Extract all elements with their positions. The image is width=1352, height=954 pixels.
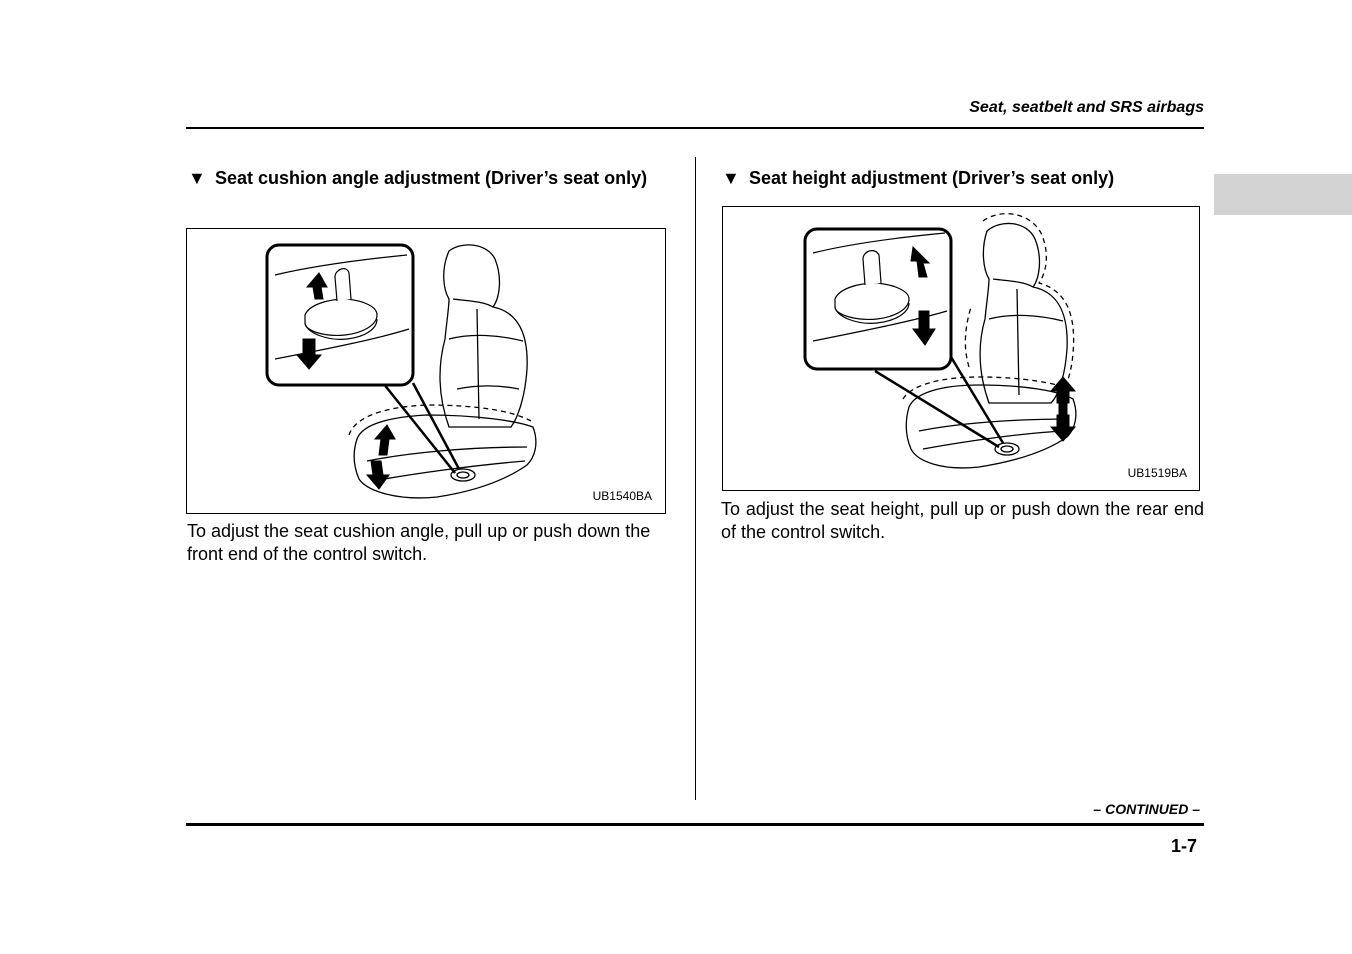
footer-rule (186, 823, 1204, 826)
seat-height-heading-text: Seat height adjustment (Driver’s seat on… (749, 168, 1115, 188)
down-triangle-icon: ▼ (188, 168, 206, 188)
down-triangle-icon: ▼ (722, 168, 740, 188)
cushion-angle-heading-text: Seat cushion angle adjustment (Driver’s … (215, 168, 648, 188)
page-number: 1-7 (1170, 836, 1197, 856)
cushion-angle-heading: ▼ Seat cushion angle adjustment (Driver’… (188, 167, 668, 190)
cushion-angle-figure: UB1540BA (186, 228, 666, 514)
continued-label: – CONTINUED – (1093, 801, 1200, 817)
seat-height-figure: UB1519BA (722, 206, 1200, 491)
figure-code: UB1540BA (592, 489, 652, 503)
section-title: Seat, seatbelt and SRS airbags (969, 99, 1204, 116)
seat-height-instructions: To adjust the seat height, pull up or pu… (721, 499, 1204, 542)
chapter-tab (1214, 174, 1352, 215)
seat-height-heading: ▼ Seat height adjustment (Driver’s seat … (722, 167, 1202, 190)
seat-cushion-illustration (265, 243, 537, 499)
figure-code: UB1519BA (1127, 466, 1187, 480)
cushion-angle-instructions: To adjust the seat cushion angle, pull u… (187, 521, 651, 564)
seat-height-illustration (803, 213, 1077, 469)
column-divider (695, 157, 696, 800)
header-rule (186, 127, 1204, 129)
